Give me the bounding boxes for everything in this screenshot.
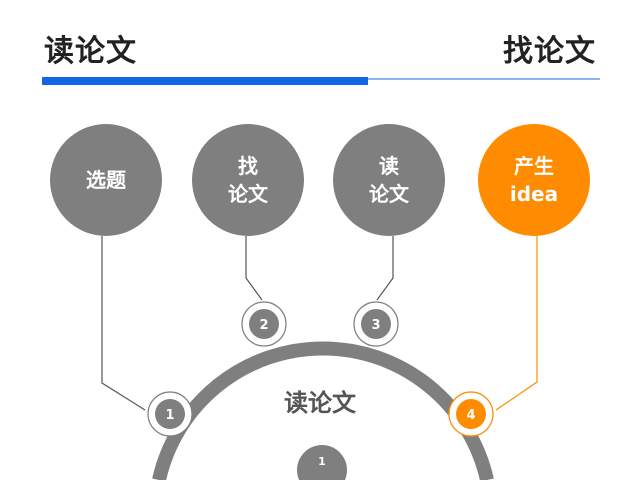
- topic-circle-3: 读 论文: [333, 124, 445, 236]
- page-title-right: 找论文: [503, 34, 596, 69]
- node-2: 2: [241, 301, 287, 347]
- node-2-number: 2: [259, 318, 268, 333]
- node-1: 1: [147, 391, 193, 437]
- connector-line-3: [376, 236, 394, 301]
- topic-circle-2: 找 论文: [192, 124, 304, 236]
- connector-line-4: [495, 236, 538, 411]
- node-4: 4: [448, 391, 494, 437]
- node-4-number: 4: [466, 408, 475, 423]
- topic-circle-4: 产生 idea: [478, 124, 590, 236]
- topic-circle-1: 选题: [50, 124, 162, 236]
- node-3: 3: [353, 301, 399, 347]
- connector-line-2: [245, 236, 263, 301]
- connector-line-1: [101, 236, 146, 411]
- node-bottom-number: 1: [318, 455, 326, 468]
- page-title: 读论文: [44, 34, 137, 69]
- header-underline-accent: [42, 77, 368, 85]
- node-bottom: 1: [297, 445, 347, 480]
- node-3-number: 3: [371, 318, 380, 333]
- node-1-number: 1: [165, 408, 174, 423]
- center-label: 读论文: [284, 389, 356, 417]
